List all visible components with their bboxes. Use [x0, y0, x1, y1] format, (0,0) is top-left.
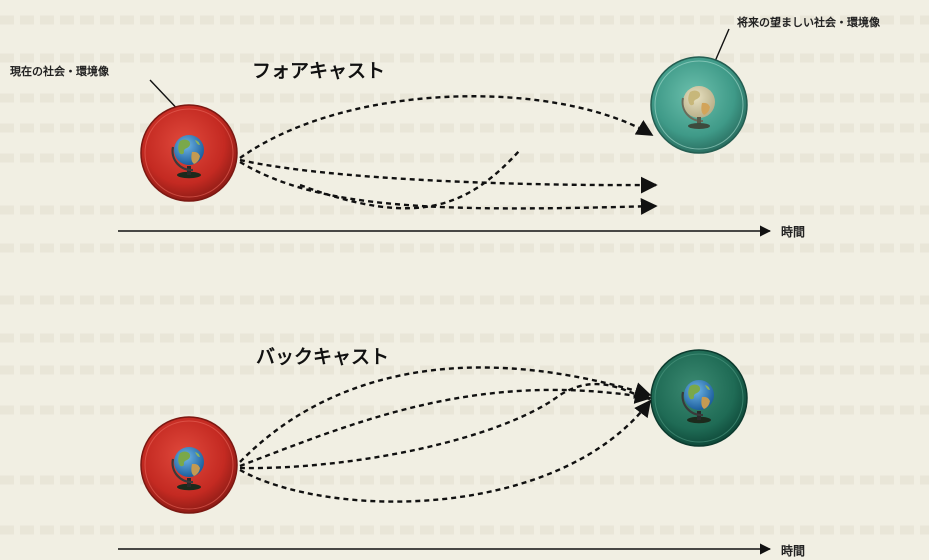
backcast-path-middle — [239, 387, 652, 468]
backcast-path-upper — [239, 366, 652, 463]
backcast-present-node — [140, 416, 238, 514]
present-label: 現在の社会・環境像 — [10, 64, 110, 78]
forecast-time-label: 時間 — [781, 224, 805, 239]
forecast-path-cross — [299, 149, 521, 210]
forecast-path-lower — [239, 160, 658, 215]
backcast-title: バックキャスト — [256, 346, 389, 368]
backcast-path-cross — [239, 382, 651, 470]
forecast-path-upper — [239, 95, 654, 159]
backcast-path-lower — [239, 399, 652, 503]
forecast-title: フォアキャスト — [252, 60, 385, 82]
forecast-future-node — [650, 56, 748, 154]
faint-text-lines — [0, 15, 929, 535]
forecast-path-middle — [239, 158, 658, 194]
future-label: 将来の望ましい社会・環境像 — [737, 15, 881, 29]
backcast-time-label: 時間 — [781, 543, 805, 558]
forecast-present-node — [140, 104, 238, 202]
backcast-future-node — [650, 349, 748, 447]
globe-icon — [688, 123, 710, 129]
